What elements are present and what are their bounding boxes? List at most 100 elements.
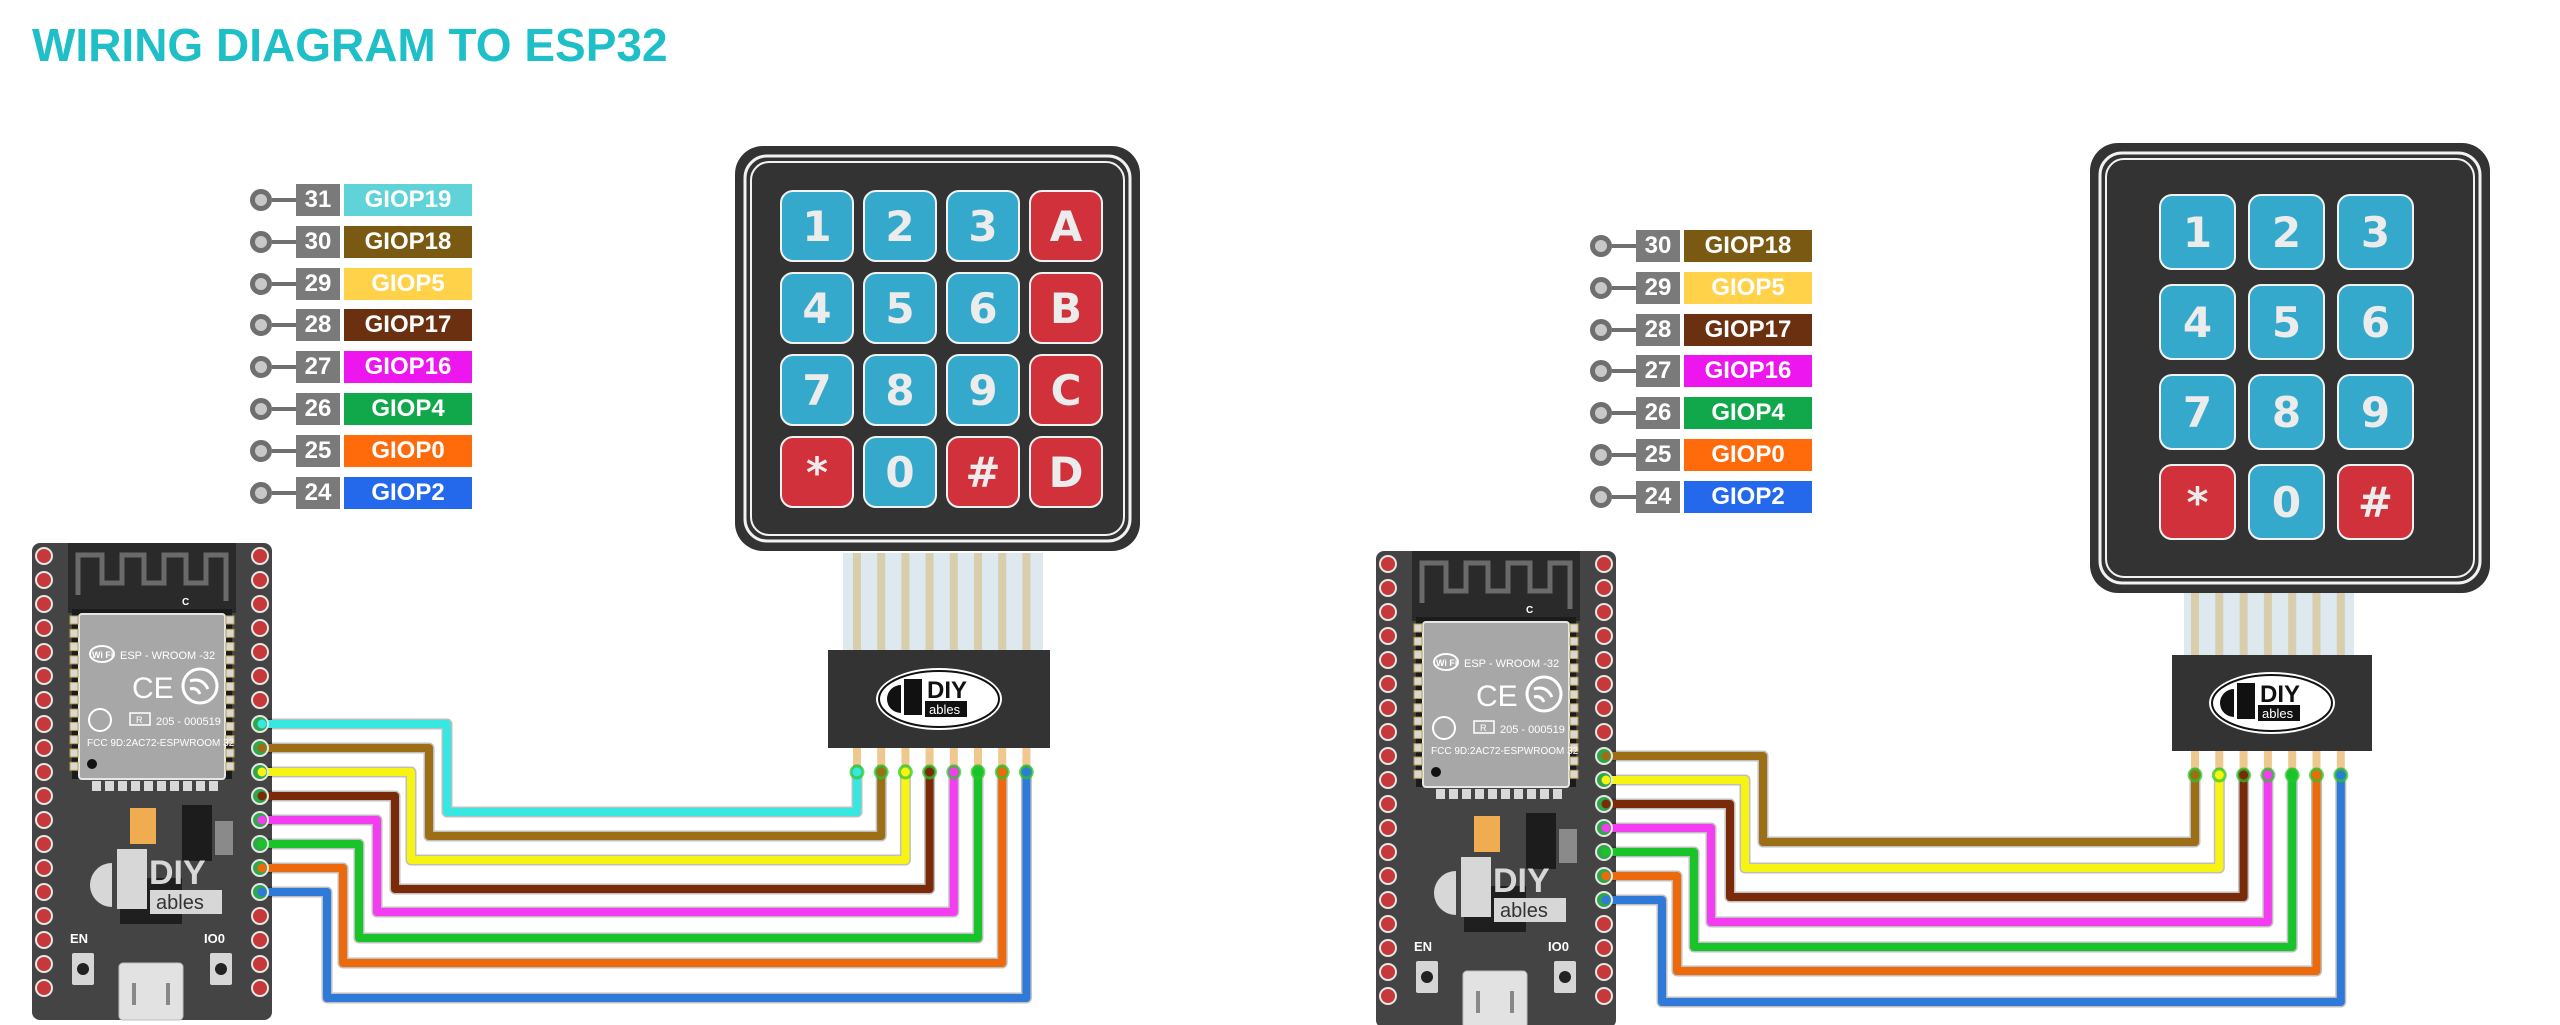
module-pad (1413, 636, 1423, 646)
wire-start-cap (1601, 775, 1611, 785)
header-pin-right (251, 595, 269, 613)
module-pad (225, 655, 235, 665)
key-6[interactable] (946, 272, 1020, 344)
usb-contact (166, 983, 170, 1005)
key-*[interactable] (2159, 464, 2236, 540)
wire-end-cap (2236, 767, 2252, 783)
module-pad (131, 781, 140, 791)
header-pin-left (35, 931, 53, 949)
key-3[interactable] (946, 190, 1020, 262)
key-4[interactable] (780, 272, 854, 344)
module-pad (1501, 789, 1510, 799)
io0-button-cap[interactable] (1559, 971, 1571, 983)
io0-button-cap[interactable] (215, 963, 227, 975)
keypad-outline (2098, 151, 2482, 585)
key-#[interactable] (2337, 464, 2414, 540)
header-pins-right (1595, 555, 1613, 1005)
wire-giop0 (258, 766, 1007, 967)
connector-pin (877, 748, 886, 770)
module-pad (225, 721, 235, 731)
keypad-outline-inner (2105, 158, 2475, 578)
header-pin-right (1595, 987, 1613, 1005)
ribbon-trace (1022, 553, 1031, 650)
module-pad (1413, 650, 1423, 660)
module-pad (157, 781, 166, 791)
key-5[interactable] (2248, 284, 2325, 360)
en-button-cap[interactable] (77, 963, 89, 975)
module-pad (1488, 789, 1497, 799)
module-pad (1413, 703, 1423, 713)
diyables-logo-icon (90, 863, 112, 907)
pin-dot-icon (1590, 360, 1612, 383)
module-pad (1413, 716, 1423, 726)
header-pin-right (251, 931, 269, 949)
key-5[interactable] (863, 272, 937, 344)
legend-pin-number: 28 (296, 309, 340, 342)
key-2[interactable] (2248, 194, 2325, 270)
pin-dot-icon (250, 314, 272, 337)
key-4[interactable] (2159, 284, 2236, 360)
key-6[interactable] (2337, 284, 2414, 360)
pin-dot-icon (1590, 318, 1612, 341)
key-3[interactable] (2337, 194, 2414, 270)
key-label: 3 (2361, 208, 2390, 257)
module-pad (92, 781, 101, 791)
legend-pin-number: 26 (296, 393, 340, 425)
key-B[interactable] (1029, 272, 1103, 344)
key-1[interactable] (2159, 194, 2236, 270)
wire-start-cap (257, 743, 267, 753)
key-label: 8 (2272, 388, 2301, 437)
header-pin-left (1379, 699, 1397, 717)
wifi-logo-text: Wi Fi (92, 650, 113, 660)
espressif-logo-icon (181, 667, 219, 705)
legend-pin-number: 28 (1636, 313, 1680, 346)
key-A[interactable] (1029, 190, 1103, 262)
header-pin-right (1595, 603, 1613, 621)
en-button-cap[interactable] (1421, 971, 1433, 983)
key-7[interactable] (2159, 374, 2236, 450)
legend-pin-number: 24 (1636, 480, 1680, 513)
module-shield (1422, 621, 1570, 788)
diyables-logo-icon (904, 679, 922, 715)
module-pad (1514, 789, 1523, 799)
key-9[interactable] (2337, 374, 2414, 450)
wire-end-cap (2309, 767, 2324, 783)
wire-start-cap (257, 815, 267, 825)
antenna-trace-icon (75, 552, 229, 601)
key-8[interactable] (863, 354, 937, 426)
key-label: 9 (2361, 388, 2390, 437)
key-D[interactable] (1029, 436, 1103, 508)
key-0[interactable] (863, 436, 937, 508)
legend-pin-number: 29 (1636, 271, 1680, 304)
connector-pin (2239, 751, 2248, 773)
wire-end-cap (970, 764, 986, 780)
wire-start-cap (1601, 895, 1611, 905)
key-0[interactable] (2248, 464, 2325, 540)
key-C[interactable] (1029, 354, 1103, 426)
header-pin-left (1379, 795, 1397, 813)
key-label: # (2358, 478, 2393, 527)
header-pin-left (35, 643, 53, 661)
module-pad (1527, 789, 1536, 799)
key-8[interactable] (2248, 374, 2325, 450)
wire-end-cap (2187, 767, 2203, 783)
key-#[interactable] (946, 436, 1020, 508)
key-1[interactable] (780, 190, 854, 262)
key-*[interactable] (780, 436, 854, 508)
module-pad (1569, 636, 1579, 646)
wire-giop4 (258, 766, 982, 942)
key-9[interactable] (946, 354, 1020, 426)
key-label: D (1049, 448, 1084, 497)
module-pad (1569, 716, 1579, 726)
header-pin-left (35, 715, 53, 733)
module-pad (105, 781, 114, 791)
key-2[interactable] (863, 190, 937, 262)
key-7[interactable] (780, 354, 854, 426)
key-label: 7 (2183, 388, 2212, 437)
wire-giop19 (258, 720, 861, 816)
